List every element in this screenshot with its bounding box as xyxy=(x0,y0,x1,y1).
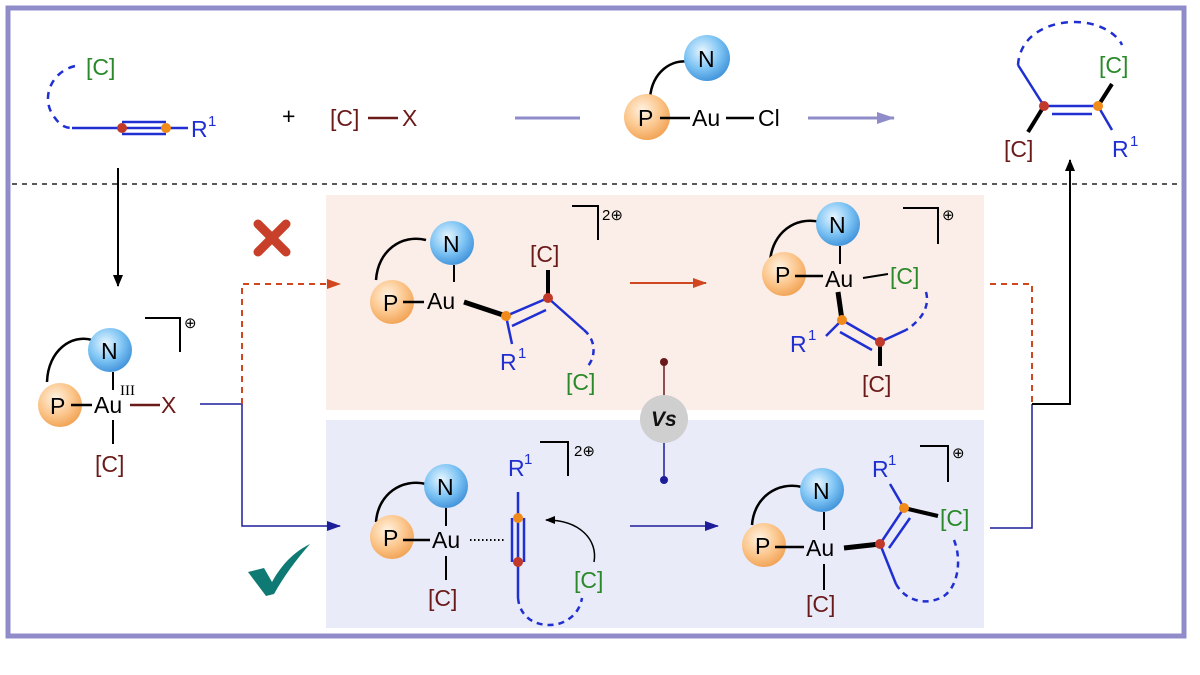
oxidation-state-label: III xyxy=(120,383,135,399)
gold-iii-complex: P N Au III X [C] ⊕ xyxy=(38,315,197,477)
alkyne-substrate: [C] R 1 xyxy=(46,54,216,142)
r-label: R xyxy=(500,349,517,375)
p-ligand-ball xyxy=(38,383,82,427)
versus-comparator: Vs xyxy=(640,358,688,484)
p-ligand-ball xyxy=(370,280,414,324)
check-icon xyxy=(248,544,310,596)
r-superscript: 1 xyxy=(524,451,532,468)
n-label: N xyxy=(443,231,460,257)
p-ligand-ball xyxy=(762,252,806,296)
cross-icon xyxy=(253,219,291,257)
p-label: P xyxy=(775,262,790,288)
c-label: [C] xyxy=(1099,52,1128,78)
n-label: N xyxy=(813,478,830,504)
n-label: N xyxy=(829,212,846,238)
n-ligand-ball xyxy=(816,202,860,246)
p-label: P xyxy=(50,393,65,419)
reductive-elimination-arrow xyxy=(1032,159,1075,405)
r-label: R xyxy=(790,331,807,357)
n-label: N xyxy=(101,338,118,364)
charge-label: 2⊕ xyxy=(574,443,595,460)
blue-branch-path xyxy=(241,404,341,531)
red-merge-path xyxy=(990,283,1033,404)
c-label: [C] xyxy=(806,591,835,617)
c-label: [C] xyxy=(940,505,969,531)
r-label: R xyxy=(508,455,525,481)
au-label: Au xyxy=(806,535,834,561)
blue-pathway-panel xyxy=(326,420,984,628)
n-ligand-ball xyxy=(430,221,474,265)
c-label: [C] xyxy=(86,54,115,80)
charge-label: ⊕ xyxy=(952,445,965,462)
n-ligand-ball xyxy=(88,328,132,372)
p-ligand-ball xyxy=(742,523,786,567)
n-ligand-ball xyxy=(684,35,730,81)
p-ligand-ball xyxy=(370,515,414,559)
plus-sign: + xyxy=(282,103,295,129)
r-label: R xyxy=(1112,136,1129,162)
c-label: [C] xyxy=(1004,136,1033,162)
au-label: Au xyxy=(692,105,720,131)
x-label: X xyxy=(402,105,417,131)
gold-iii-vinyl-complex: P N Au [C] R 1 [C] ⊕ xyxy=(762,202,955,397)
r-superscript: 1 xyxy=(808,327,816,344)
vs-label: Vs xyxy=(651,408,677,431)
c-label: [C] xyxy=(890,263,919,289)
gold-iii-cyclized-complex: P N Au [C] R 1 [C] ⊕ xyxy=(742,445,969,617)
au-label: Au xyxy=(94,392,122,418)
product-alkene: [C] [C] R 1 xyxy=(1004,20,1138,162)
c-label: [C] xyxy=(574,567,603,593)
cl-label: Cl xyxy=(758,105,780,131)
gold-catalyst: P N Au Cl xyxy=(624,35,780,140)
n-label: N xyxy=(698,46,715,72)
c-label: [C] xyxy=(566,369,595,395)
charge-label: ⊕ xyxy=(942,207,955,224)
attack-curved-arrow xyxy=(545,516,596,563)
vs-circle xyxy=(640,395,688,443)
p-label: P xyxy=(638,105,653,131)
au-label: Au xyxy=(427,288,455,314)
charge-label: ⊕ xyxy=(184,315,197,332)
p-label: P xyxy=(755,533,770,559)
r-label: R xyxy=(872,456,889,482)
c-label: [C] xyxy=(95,451,124,477)
au-label: Au xyxy=(825,266,853,292)
pi-alkyne-gold-complex: P N Au [C] R 1 [C] 2⊕ xyxy=(370,441,603,627)
n-ligand-ball xyxy=(424,464,468,508)
alkyl-halide-reagent: [C] X xyxy=(330,105,417,131)
r-superscript: 1 xyxy=(208,113,216,130)
c-label: [C] xyxy=(330,105,359,131)
r-superscript: 1 xyxy=(1130,133,1138,150)
n-label: N xyxy=(437,474,454,500)
vinyl-gold-intermediate: P N Au [C] R 1 [C] 2⊕ xyxy=(370,205,623,395)
r-superscript: 1 xyxy=(518,345,526,362)
n-ligand-ball xyxy=(800,468,844,512)
p-ligand-ball xyxy=(624,94,670,140)
r-label: R xyxy=(191,116,208,142)
c-label: [C] xyxy=(862,371,891,397)
r-superscript: 1 xyxy=(888,452,896,469)
charge-label: 2⊕ xyxy=(602,207,623,224)
au-label: Au xyxy=(432,527,460,553)
blue-merge-path xyxy=(990,404,1033,529)
c-label: [C] xyxy=(530,241,559,267)
p-label: P xyxy=(383,290,398,316)
p-label: P xyxy=(383,525,398,551)
x-label: X xyxy=(161,392,176,418)
c-label: [C] xyxy=(428,585,457,611)
